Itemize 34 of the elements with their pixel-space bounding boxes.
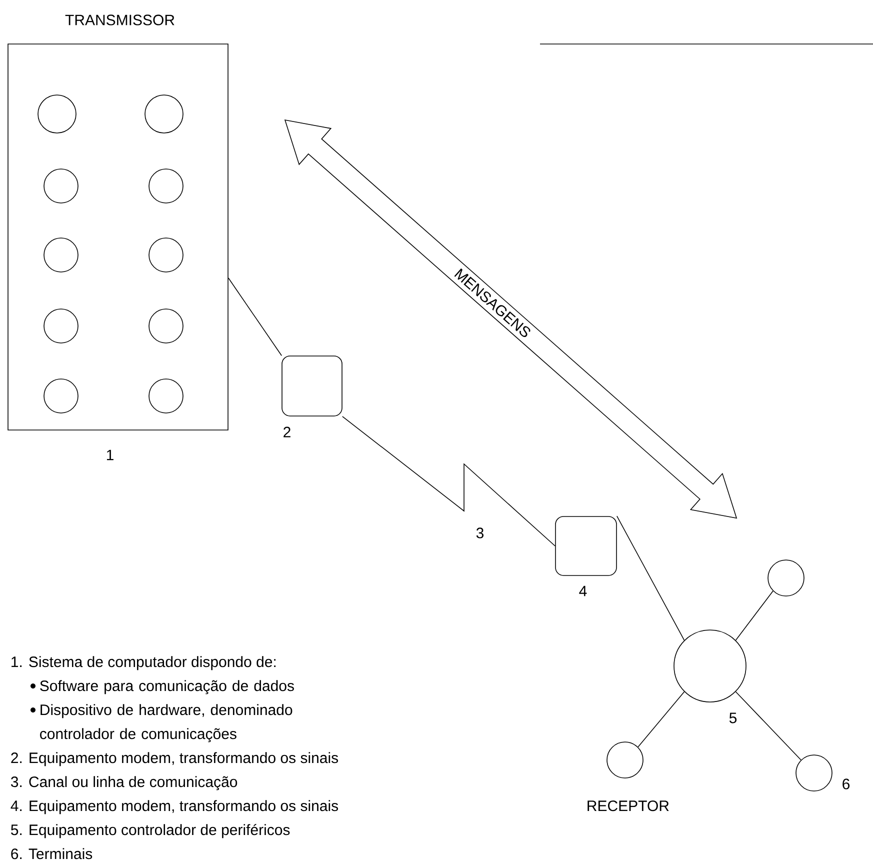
list-item: Software para comunicação de dados	[40, 680, 294, 694]
connector-line	[616, 516, 685, 641]
circle-shape	[38, 94, 76, 134]
label: RECEPTOR	[588, 800, 669, 812]
circle-shape	[144, 94, 184, 134]
circle-shape	[606, 742, 644, 778]
circle-shape	[148, 168, 184, 204]
callout-number: 4	[579, 586, 587, 596]
list-item: 3. Canal ou linha de comunicação	[10, 776, 238, 790]
heading: TRANSMISSOR	[65, 14, 174, 26]
connector-line	[735, 590, 774, 641]
connector-line	[735, 691, 802, 760]
circle-shape	[148, 378, 184, 414]
circle-shape	[44, 238, 78, 272]
list-item: Dispositivo de hardware, denominado controlador de comunicações	[40, 704, 292, 742]
circle-shape	[148, 238, 184, 272]
edge-label: 3	[476, 528, 484, 538]
list-item: 5. Equipamento controlador de periféricos	[11, 824, 290, 838]
circle-shape	[44, 308, 78, 344]
list-item: 2. Equipamento modem, transformando os sinais	[11, 752, 338, 766]
circle-shape	[44, 378, 78, 414]
circle-shape	[148, 308, 184, 344]
circle-shape	[768, 560, 804, 596]
callout-number: 2	[284, 426, 290, 438]
connector-line	[638, 691, 685, 748]
callout-number: 1	[106, 450, 114, 460]
circle-shape	[44, 168, 78, 204]
list-item: 6. Terminais	[11, 848, 92, 860]
callout-number: 6	[842, 778, 850, 790]
list-item: 1. Sistema de computador dispondo de:	[12, 656, 276, 670]
callout-number: 5	[729, 712, 737, 724]
list-item: 4. Equipamento modem, transformando os sinais	[10, 800, 338, 814]
connector-line	[228, 278, 282, 356]
connector-line	[342, 416, 556, 546]
